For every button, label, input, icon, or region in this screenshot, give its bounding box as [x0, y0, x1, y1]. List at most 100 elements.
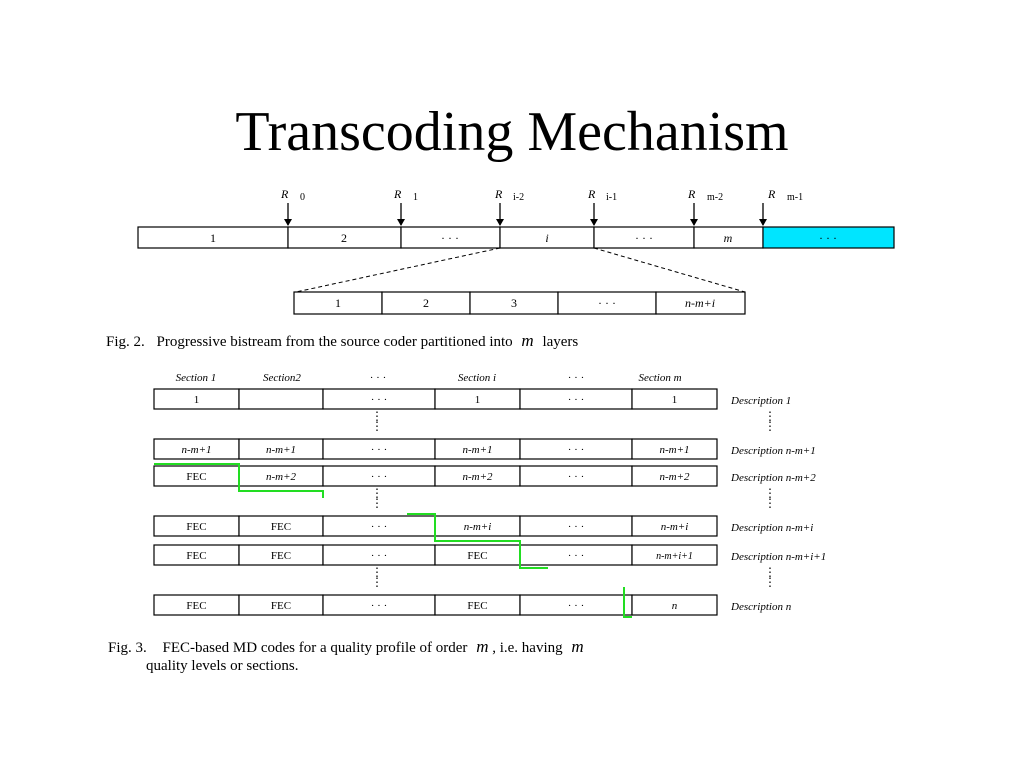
- arrowhead-icon: [496, 219, 504, 226]
- vdots-icon: ⋮: [764, 565, 776, 579]
- vdots-icon: ⋮: [371, 575, 383, 589]
- vdots-icon: ⋮: [371, 419, 383, 433]
- table-cell: [631, 465, 718, 487]
- table-cell-label: FEC: [271, 521, 291, 533]
- section-headers: Section 1 Section2 · · · Section i · · ·…: [176, 372, 682, 384]
- vdots-icon: ⋮: [764, 496, 776, 510]
- marker-r-label: R: [494, 187, 503, 201]
- table-cell-label: · · ·: [568, 471, 585, 483]
- table-cell-label: FEC: [186, 550, 206, 562]
- marker-subscript: 0: [300, 192, 305, 203]
- caption-var: m: [571, 637, 583, 656]
- expansion-line-left: [295, 247, 501, 293]
- marker-subscript: i-1: [606, 192, 617, 203]
- section-header: Section2: [263, 372, 301, 384]
- bitstream-bar: 1 2 · · · i · · · m · · ·: [137, 226, 895, 249]
- rate-marker: R 1: [393, 187, 418, 226]
- marker-r-label: R: [587, 187, 596, 201]
- rate-marker: R i-1: [587, 187, 617, 226]
- table-cell-label: FEC: [467, 600, 487, 612]
- rate-marker: R 0: [280, 187, 305, 226]
- table-cell-label: · · ·: [568, 394, 585, 406]
- table-cell-label: 1: [672, 394, 678, 406]
- table-cell-label: FEC: [186, 600, 206, 612]
- sub-segment-label: 1: [335, 296, 341, 310]
- table-cell-label: n: [672, 600, 678, 612]
- table-cell-label: FEC: [186, 521, 206, 533]
- section-header: · · ·: [370, 372, 387, 384]
- vertical-ellipses: ⋮ ⋮ ⋮ ⋮ ⋮ ⋮ ⋮ ⋮ ⋮ ⋮ ⋮ ⋮: [371, 409, 776, 589]
- marker-subscript: 1: [413, 192, 418, 203]
- table-cell: [631, 515, 718, 537]
- segment-label: · · ·: [441, 231, 459, 245]
- table-cell: [631, 544, 718, 566]
- section-header: · · ·: [568, 372, 585, 384]
- table-cell-label: n-m+1: [659, 444, 689, 456]
- segment-label: 1: [210, 231, 216, 245]
- expansion-line-right: [593, 247, 746, 293]
- fec-staircase: [154, 463, 632, 618]
- table-cell-label: · · ·: [568, 521, 585, 533]
- marker-subscript: i-2: [513, 192, 524, 203]
- vdots-icon: ⋮: [371, 496, 383, 510]
- table-cell-label: 1: [475, 394, 481, 406]
- arrowhead-icon: [284, 219, 292, 226]
- table-cell-label: n-m+2: [266, 471, 297, 483]
- table-cell-label: n-m+1: [462, 444, 492, 456]
- table-cell-label: n-m+1: [181, 444, 211, 456]
- description-label: Description n-m+2: [730, 472, 816, 484]
- description-label: Description n-m+i+1: [730, 551, 826, 563]
- caption-var: m: [521, 331, 533, 350]
- segment-label: · · ·: [635, 231, 653, 245]
- marker-subscript: m-1: [787, 192, 803, 203]
- marker-r-label: R: [393, 187, 402, 201]
- description-label: Description n: [730, 601, 792, 613]
- caption-var: m: [476, 637, 488, 656]
- vdots-icon: ⋮: [764, 409, 776, 423]
- marker-r-label: R: [280, 187, 289, 201]
- rate-marker: R i-2: [494, 187, 524, 226]
- table-cell-label: n-m+2: [659, 471, 690, 483]
- table-cell-label: n-m+i: [661, 521, 689, 533]
- vdots-icon: ⋮: [371, 486, 383, 500]
- table-cell-label: FEC: [186, 471, 206, 483]
- fig3-table: Section 1 Section2 · · · Section i · · ·…: [108, 372, 826, 674]
- caption-text: , i.e. having: [492, 640, 563, 656]
- vdots-icon: ⋮: [764, 419, 776, 433]
- segment-label: 2: [341, 231, 347, 245]
- table-cell-label: n-m+1: [266, 444, 296, 456]
- vdots-icon: ⋮: [371, 409, 383, 423]
- section-header: Section 1: [176, 372, 217, 384]
- rate-markers: R 0 R 1 R i-2 R i-1: [280, 187, 803, 226]
- table-cell-label: n-m+i+1: [656, 551, 693, 562]
- sub-segment-label: 2: [423, 296, 429, 310]
- marker-r-label: R: [687, 187, 696, 201]
- fig3-caption-line2: quality levels or sections.: [146, 658, 298, 674]
- sub-segment-label: 3: [511, 296, 517, 310]
- caption-suffix: layers: [542, 334, 578, 350]
- caption-text: FEC-based MD codes for a quality profile…: [163, 640, 468, 656]
- marker-r-label: R: [767, 187, 776, 201]
- vdots-icon: ⋮: [371, 565, 383, 579]
- section-header: Section m: [638, 372, 681, 384]
- rate-marker: R m-1: [759, 187, 803, 226]
- description-label: Description n-m+i: [730, 522, 813, 534]
- description-label: Description n-m+1: [730, 445, 816, 457]
- table-cell-label: · · ·: [568, 444, 585, 456]
- table-cell: [631, 438, 718, 460]
- bitstream-segment-highlight: [762, 226, 895, 249]
- vdots-icon: ⋮: [764, 575, 776, 589]
- staircase-line: [154, 463, 324, 498]
- table-cell: [631, 594, 718, 616]
- segment-label: m: [724, 231, 733, 245]
- table-cell: [631, 388, 718, 410]
- table-cell-label: · · ·: [568, 550, 585, 562]
- table-cell-label: · · ·: [371, 471, 388, 483]
- arrowhead-icon: [690, 219, 698, 226]
